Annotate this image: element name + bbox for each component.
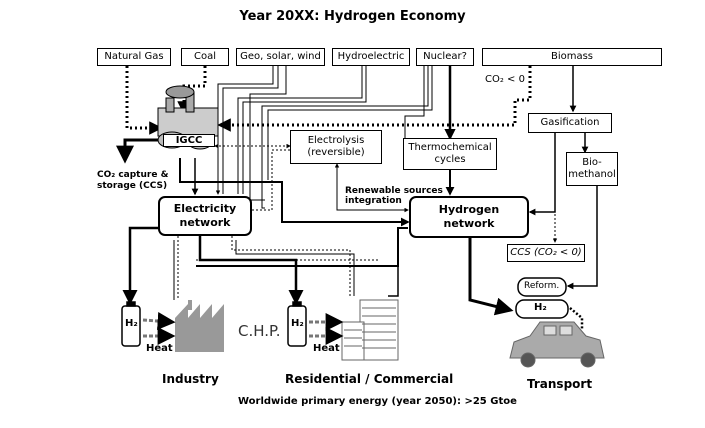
electrolysis-hydrogen-link: [334, 163, 409, 213]
source-geo-solar-wind: Geo, solar, wind: [236, 48, 325, 66]
co2-capture-label: CO₂ capture & storage (CCS): [97, 170, 169, 191]
electrolysis-electricity-link: [239, 149, 290, 213]
gasification-to-hydrogen-arrow: [528, 133, 556, 216]
biomass-to-igcc-dotted: [217, 66, 532, 132]
electricity-to-residential-line: [235, 240, 355, 296]
transport-sector-label: Transport: [527, 377, 593, 391]
gasification-box: Gasification: [528, 113, 612, 133]
source-nuclear: Nuclear?: [416, 48, 474, 66]
footer-primary-energy: Worldwide primary energy (year 2050): >2…: [238, 396, 517, 407]
source-hydroelectric: Hydroelectric: [332, 48, 410, 66]
residential-h2-tank-icon: [287, 301, 307, 347]
igcc-to-ccs-arrow: [116, 138, 165, 164]
igcc-to-hydrogen-arrow: [179, 158, 410, 227]
chp-label: C.H.P.: [238, 322, 281, 340]
industry-sector-label: Industry: [162, 372, 219, 386]
residential-building-icon: [341, 299, 399, 361]
industry-h2-tank-icon: [121, 301, 141, 347]
car-exhaust-dotted: [569, 307, 584, 330]
hydrogen-to-car-arrow: [468, 238, 514, 316]
natural-gas-to-igcc-arrow: [125, 66, 163, 135]
diagram-title: Year 20XX: Hydrogen Economy: [239, 9, 466, 24]
biomethanol-box: Bio- methanol: [566, 152, 618, 186]
car-icon: [509, 321, 605, 368]
thermochemical-box: Thermochemical cycles: [403, 138, 497, 170]
electricity-network-box: Electricity network: [158, 196, 252, 236]
industry-factory-icon: [175, 300, 224, 352]
industry-tank-arrow: [142, 312, 176, 330]
renewables-to-electricity-1: [215, 66, 274, 195]
electrolysis-box: Electrolysis (reversible): [290, 130, 382, 164]
source-biomass: Biomass: [482, 48, 662, 66]
residential-sector-label: Residential / Commercial: [285, 372, 454, 386]
residential-h2-label: H₂: [291, 318, 304, 329]
electricity-to-industry-h2: [122, 226, 160, 305]
electricity-to-residential-dotted: [231, 236, 351, 296]
reformer-label: Reform.: [524, 281, 560, 291]
car-h2-label: H₂: [534, 302, 547, 313]
igcc-label: IGCC: [163, 134, 215, 147]
co2-negative-label: CO₂ < 0: [485, 74, 525, 85]
renewables-to-electrolysis: [249, 66, 287, 201]
source-coal: Coal: [181, 48, 229, 66]
hydrogen-to-residential-arrow: [388, 266, 399, 297]
industry-heat-label: Heat: [146, 343, 173, 354]
reformer-icon: [517, 277, 567, 297]
coal-to-igcc-arrow: [177, 66, 207, 115]
hydrogen-network-box: Hydrogen network: [409, 196, 529, 238]
renewables-to-electricity-2: [222, 66, 279, 194]
nuclear-to-electricity: [261, 66, 429, 209]
source-natural-gas: Natural Gas: [97, 48, 171, 66]
ccs-box: CCS (CO₂ < 0): [507, 244, 585, 262]
industry-h2-label: H₂: [125, 318, 138, 329]
electricity-to-residential-h2: [198, 236, 304, 305]
biomethanol-to-reformer-arrow: [566, 186, 598, 290]
residential-heat-label: Heat: [313, 343, 340, 354]
nuclear-to-hydrogen: [404, 66, 425, 140]
car-h2-tank-icon: [515, 299, 569, 319]
renewable-integration-label: Renewable sources integration: [345, 186, 443, 206]
